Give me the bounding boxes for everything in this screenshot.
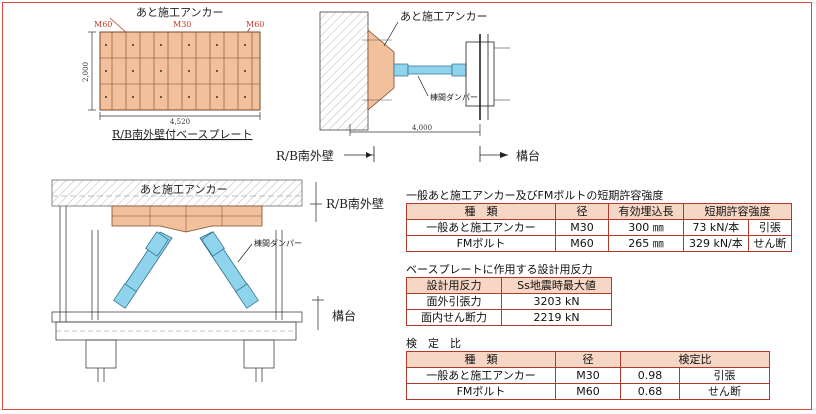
table3-title: 検 定 比 xyxy=(406,337,461,350)
elevation-damper-label: 棟間ダンパー xyxy=(254,238,302,248)
table3-header: 検定比 xyxy=(620,351,770,368)
table3-cell: 0.98 xyxy=(620,367,680,384)
side-anchor-label: あと施工アンカー xyxy=(400,10,488,23)
table3-cell: M30 xyxy=(555,367,621,384)
table1-cell: M60 xyxy=(555,235,609,252)
side-dim-width: 4,000 xyxy=(412,124,432,132)
table2-cell: 面内せん断力 xyxy=(406,309,502,326)
base-plate-view: あと施工アンカー M60 M30 M60 2,000 4,520 xyxy=(82,6,264,141)
section-wall-label: R/B南外壁 xyxy=(276,148,334,163)
plate-m60-left-label: M60 xyxy=(94,20,112,29)
table1-header: 種 類 xyxy=(406,203,556,220)
table3-cell: せん断 xyxy=(679,383,770,400)
elevation-wall-label: R/B南外壁 xyxy=(326,196,384,211)
table2-header: 設計用反力 xyxy=(406,277,502,294)
elevation-view: あと施工アンカー 棟間ダンパー R/B南外壁 xyxy=(51,179,384,382)
check-ratio-table: 種 類 径 検定比 一般あと施工アンカー M30 0.98 引張 FMボルト M… xyxy=(406,351,770,400)
table1-cell: せん断 xyxy=(747,235,793,252)
table2-cell: 2219 kN xyxy=(501,309,612,326)
plate-m60-right-label: M60 xyxy=(246,20,264,29)
base-plate xyxy=(99,31,261,111)
table1-cell: FMボルト xyxy=(406,235,556,252)
table1-cell: 引張 xyxy=(747,219,793,236)
table1-cell: 265 ㎜ xyxy=(608,235,684,252)
side-damper-label: 棟間ダンパー xyxy=(430,92,478,102)
table1-header: 有効埋込長 xyxy=(608,203,684,220)
table3-cell: 一般あと施工アンカー xyxy=(406,367,556,384)
table2-title: ベースプレートに作用する設計用反力 xyxy=(406,263,593,276)
plate-dim-width: 4,520 xyxy=(170,118,190,126)
table2-header: Ss地震時最大値 xyxy=(501,277,612,294)
table1-header: 径 xyxy=(555,203,609,220)
table1-cell: 73 kN/本 xyxy=(683,219,749,236)
table1-header: 短期許容強度 xyxy=(683,203,792,220)
allowable-strength-table: 種 類 径 有効埋込長 短期許容強度 一般あと施工アンカー M30 300 ㎜ … xyxy=(406,203,793,252)
table1-cell: 329 kN/本 xyxy=(683,235,749,252)
table3-header: 径 xyxy=(555,351,621,368)
plate-anchor-label: あと施工アンカー xyxy=(136,6,224,19)
table3-cell: 0.68 xyxy=(620,383,680,400)
plate-m30-label: M30 xyxy=(173,20,191,29)
table1-cell: 一般あと施工アンカー xyxy=(406,219,556,236)
side-view: あと施工アンカー 棟間ダンパー 4,000 xyxy=(319,10,510,136)
table3-cell: M60 xyxy=(555,383,621,400)
table2-cell: 面外引張力 xyxy=(406,293,502,310)
table3-cell: FMボルト xyxy=(406,383,556,400)
plate-dim-height: 2,000 xyxy=(82,62,90,82)
table1-cell: 300 ㎜ xyxy=(608,219,684,236)
table1-cell: M30 xyxy=(555,219,609,236)
section-markers: R/B南外壁 構台 xyxy=(276,146,540,163)
table1-title: 一般あと施工アンカー及びFMボルトの短期許容強度 xyxy=(406,189,664,202)
table2-cell: 3203 kN xyxy=(501,293,612,310)
table3-cell: 引張 xyxy=(679,367,770,384)
elevation-anchor-label: あと施工アンカー xyxy=(140,183,228,196)
elevation-frame-label: 構台 xyxy=(332,308,356,323)
plate-caption: R/B南外壁付ベースプレート xyxy=(112,127,253,141)
section-frame-label: 構台 xyxy=(516,148,540,163)
design-reaction-table: 設計用反力 Ss地震時最大値 面外引張力 3203 kN 面内せん断力 2219… xyxy=(406,277,612,326)
table3-header: 種 類 xyxy=(406,351,556,368)
